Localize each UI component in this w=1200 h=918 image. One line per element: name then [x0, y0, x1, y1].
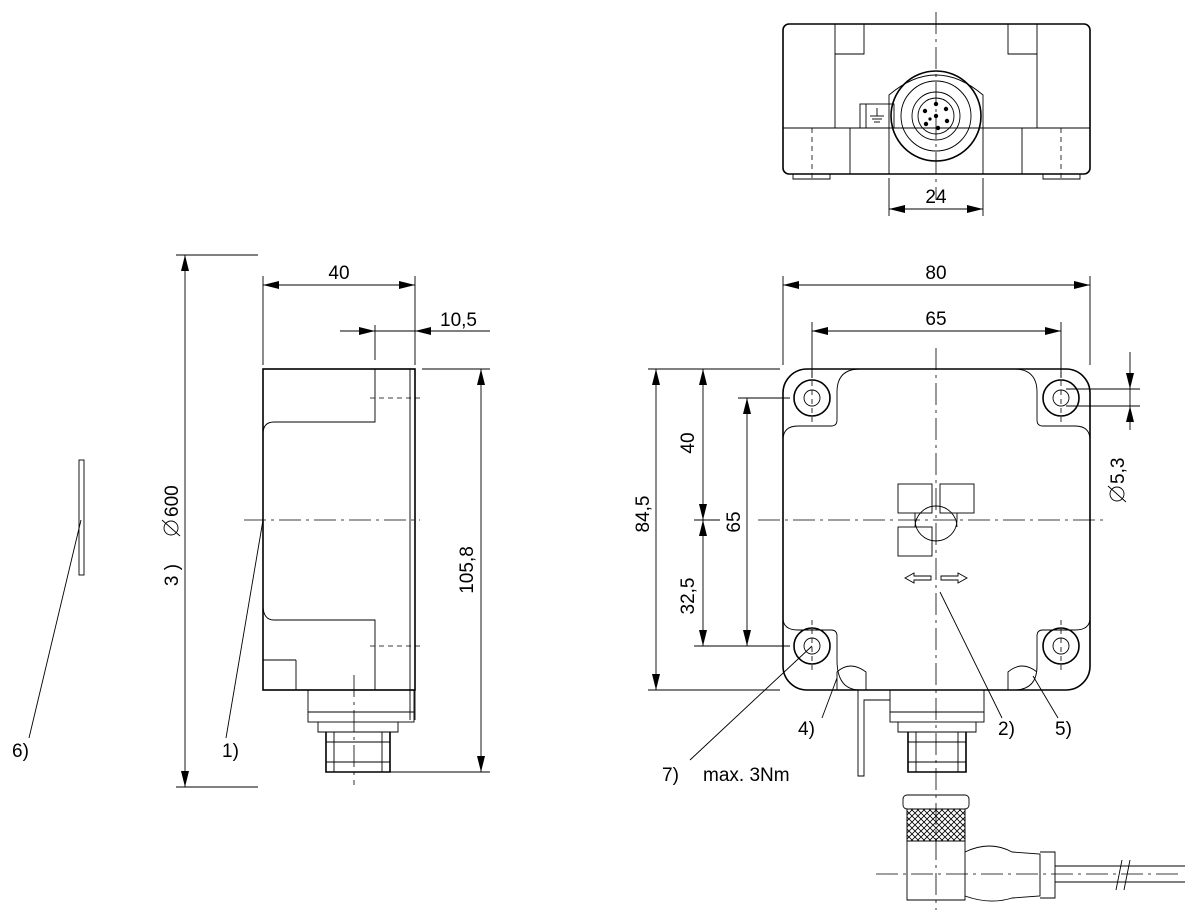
callout-3-label: 3 ): [162, 564, 183, 586]
ground-icon: [859, 103, 895, 129]
dim-65-v-label: 65: [724, 511, 745, 532]
dim-32-5-label: 32,5: [678, 578, 699, 615]
side-view: 40 10,5 105,8 3 ) 600 1): [161, 254, 490, 788]
dim-600-label: 600: [162, 485, 183, 517]
direction-arrow-icon: [904, 572, 968, 584]
diameter-icon-5-3: [1107, 485, 1127, 503]
dim-105-8-label: 105,8: [457, 546, 478, 594]
callout-4-label: 4): [798, 719, 815, 740]
dim-10-5-label: 10,5: [440, 310, 477, 331]
callout-7-label: 7): [662, 765, 679, 786]
dim-40-v-label: 40: [678, 432, 699, 453]
callout-6-label: 6): [12, 741, 29, 762]
callout-5-label: 5): [1055, 719, 1072, 740]
callout-1-label: 1): [222, 741, 239, 762]
torque-label: max. 3Nm: [703, 765, 790, 786]
dim-65-top-label: 65: [925, 309, 946, 330]
diameter-icon: [161, 519, 181, 537]
dim-24-label: 24: [925, 187, 947, 208]
plate-part: 6): [12, 459, 85, 762]
front-view: 80 65 84,5 40 32,5 65: [633, 263, 1140, 910]
dim-40-label: 40: [328, 263, 349, 284]
dim-5-3-label: 5,3: [1108, 458, 1129, 484]
top-view: 24: [782, 12, 1091, 216]
angled-cable-connector: [876, 794, 1185, 902]
callout-2-label: 2): [998, 719, 1015, 740]
dim-84-5-label: 84,5: [633, 496, 654, 533]
dim-80-label: 80: [925, 263, 946, 284]
sensor-element: [897, 483, 975, 557]
connector-pins-top: [922, 101, 950, 131]
